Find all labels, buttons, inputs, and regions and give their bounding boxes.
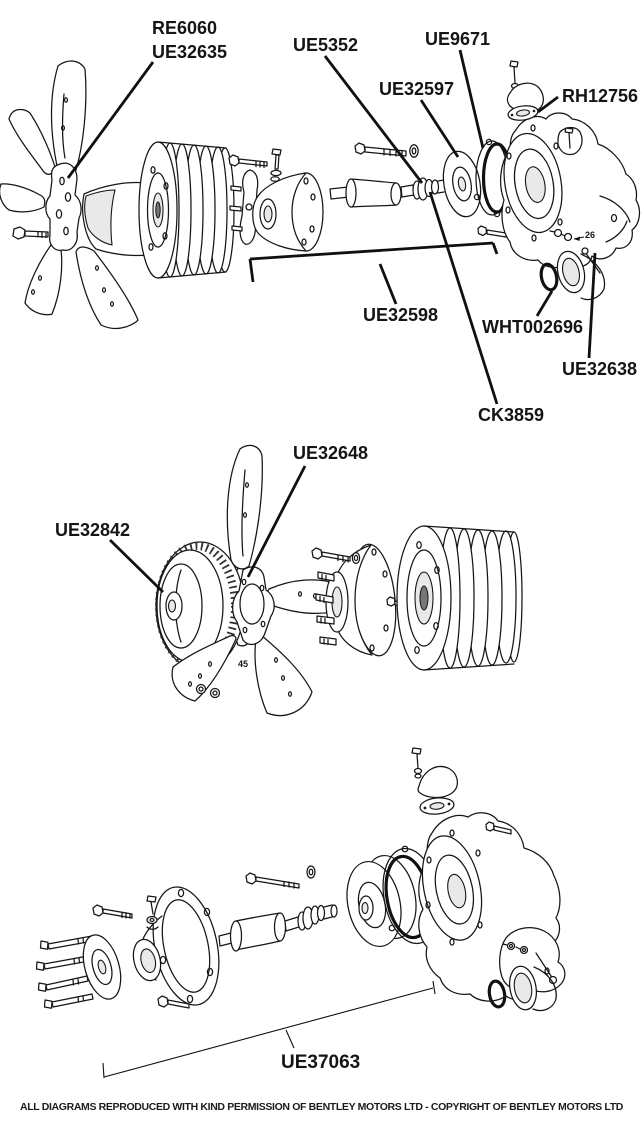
leader-line <box>248 258 255 283</box>
top-diagram-hub-spider <box>229 169 259 245</box>
leader-lines-layer <box>66 49 597 1079</box>
leader-line <box>285 1029 295 1049</box>
leader-line <box>419 99 460 158</box>
bottom-diagram-outlet-and-oring <box>487 965 557 1012</box>
part-label-wht002696: WHT002696 <box>482 317 584 337</box>
top-diagram-floating-bolts <box>228 142 507 238</box>
top-diagram-impeller <box>442 150 482 218</box>
leader-line <box>535 290 554 317</box>
part-label-ue5352: UE5352 <box>293 35 359 55</box>
middle-diagram-ribbed-pulley <box>396 525 523 671</box>
top-diagram-shaft-assembly <box>329 177 445 208</box>
part-label-ue32648: UE32648 <box>293 443 369 463</box>
bottom-diagram-elbow-and-gasket <box>411 747 458 815</box>
part-label-re6060: RE6060 <box>152 18 218 38</box>
leader-line <box>428 191 499 405</box>
leader-line <box>458 49 485 149</box>
part-label-ue37063: UE37063 <box>281 1052 361 1073</box>
part-label-rh12756: RH12756 <box>562 86 639 106</box>
leader-line <box>491 242 499 255</box>
middle-diagram-hub-flange <box>311 543 412 657</box>
part-label-45: 45 <box>238 659 249 669</box>
top-diagram-bypass-elbow-and-gasket <box>506 60 544 121</box>
leader-line <box>323 55 424 184</box>
leader-line <box>378 263 398 305</box>
part-label-ue32842: UE32842 <box>55 520 131 540</box>
leader-line <box>432 980 436 995</box>
leader-line <box>66 61 155 179</box>
bottom-diagram-bearing-housing <box>132 886 220 1006</box>
bottom-diagram-stud-plate <box>35 934 122 1009</box>
leader-line <box>573 236 585 240</box>
top-diagram-ribbed-pulley <box>138 141 235 279</box>
part-label-ue9671: UE9671 <box>425 29 491 49</box>
bottom-diagram-pump-housing <box>418 812 566 1002</box>
top-diagram-fan <box>0 60 139 330</box>
leader-line <box>249 241 494 261</box>
top-diagram-fan-cone-adaptor <box>82 181 154 257</box>
top-diagram-bearing-housing <box>252 172 324 252</box>
leader-line <box>102 1062 105 1079</box>
top-diagram-pump-housing <box>500 112 641 269</box>
part-label-26: 26 <box>585 230 596 240</box>
part-label-ue32635: UE32635 <box>152 42 228 62</box>
copyright-footer: ALL DIAGRAMS REPRODUCED WITH KIND PERMIS… <box>20 1101 623 1113</box>
part-label-ue32638: UE32638 <box>562 359 638 379</box>
part-label-ue32598: UE32598 <box>363 305 439 325</box>
bottom-diagram-floating-bolts <box>92 865 316 1009</box>
leader-line <box>246 465 307 578</box>
part-label-ue32597: UE32597 <box>379 79 455 99</box>
leader-line <box>109 539 164 593</box>
middle-diagram-fan <box>171 444 342 717</box>
leader-line <box>103 987 434 1078</box>
top-diagram-outlet-and-oring <box>539 247 606 301</box>
part-label-ck3859: CK3859 <box>478 405 545 425</box>
leader-line <box>537 95 559 114</box>
leader-line <box>587 252 597 359</box>
bottom-diagram-shaft-assembly <box>218 904 338 952</box>
